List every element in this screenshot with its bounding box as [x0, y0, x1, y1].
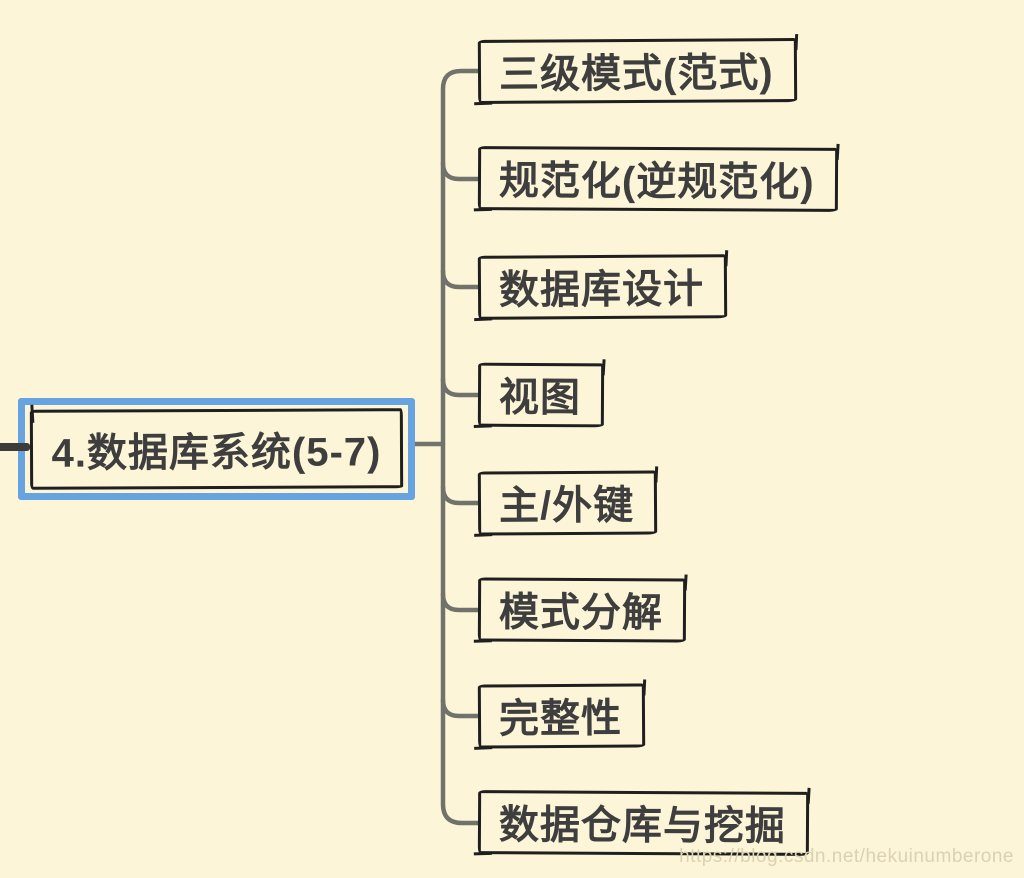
branch-line: [440, 484, 481, 506]
branch-line: [440, 591, 481, 613]
branch-line: [440, 160, 481, 182]
mindmap-node[interactable]: 主/外键: [477, 470, 658, 536]
mindmap-node[interactable]: 三级模式(范式): [477, 38, 797, 104]
mindmap-node[interactable]: 模式分解: [477, 577, 687, 643]
mindmap-node[interactable]: 视图: [477, 362, 605, 428]
mindmap-node[interactable]: 数据库设计: [477, 254, 728, 320]
root-node-label: 4.数据库系统(5-7): [29, 408, 404, 490]
branch-line: [440, 268, 481, 290]
mindmap-node[interactable]: 完整性: [477, 683, 646, 749]
branch-line: [440, 376, 481, 398]
branch-line: [440, 697, 481, 719]
watermark: https://blog.csdn.net/hekuinumberone: [679, 846, 1014, 867]
root-node[interactable]: 4.数据库系统(5-7): [18, 398, 415, 500]
mindmap-node[interactable]: 规范化(逆规范化): [477, 146, 838, 212]
trunk-line: [440, 68, 481, 826]
parent-branch-stub: [0, 443, 30, 451]
